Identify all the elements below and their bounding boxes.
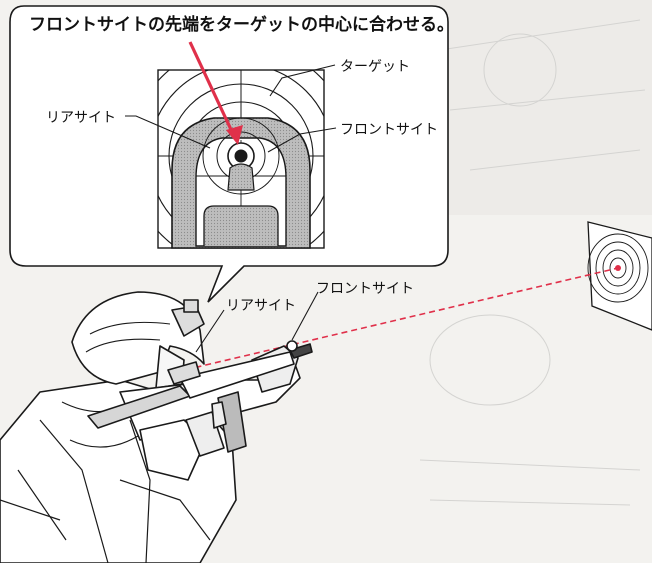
background-faint-artwork: [19, 0, 652, 506]
callout-leaders: [125, 64, 337, 153]
line-of-sight: [175, 267, 619, 373]
soldier-with-rifle: [0, 291, 313, 563]
instruction-arrow: [188, 41, 243, 145]
scene-label-rear-sight: リアサイト: [226, 298, 296, 314]
scene-label-front-sight: フロントサイト: [316, 281, 414, 297]
callout-label-rear-sight: リアサイト: [46, 110, 116, 126]
callout-label-target: ターゲット: [340, 59, 410, 75]
scene-leaders: [195, 291, 319, 353]
distant-target: [587, 221, 652, 331]
callout-label-front-sight: フロントサイト: [340, 122, 438, 138]
front-sight-post: [227, 142, 255, 191]
callout-instruction-text: フロントサイトの先端をターゲットの中心に合わせる。: [29, 14, 454, 35]
